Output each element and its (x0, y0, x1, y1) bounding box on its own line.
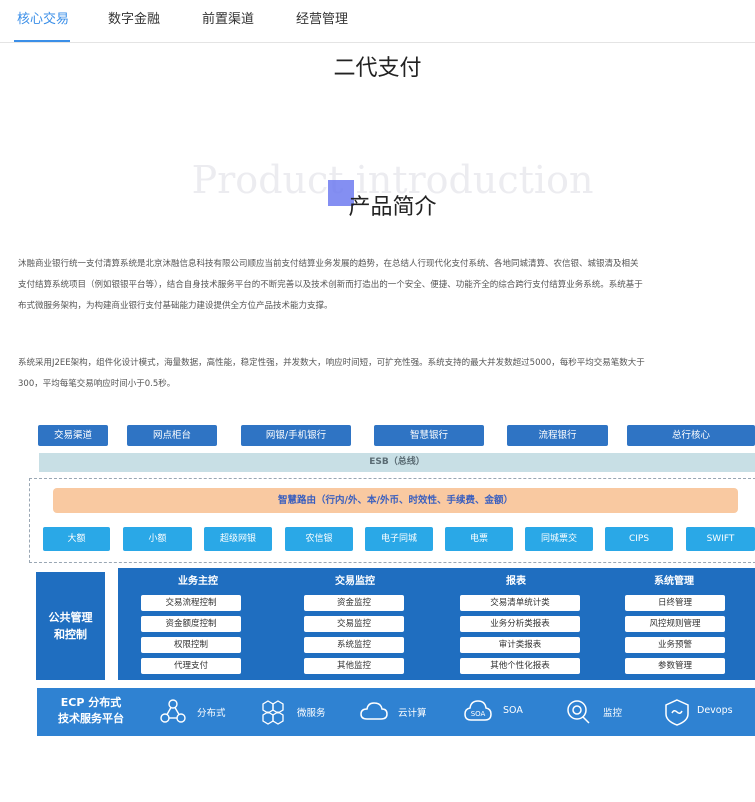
intro-paragraph: 沐融商业银行统一支付清算系统是北京沐融信息科技有限公司顺应当前支付结算业务发展的… (18, 254, 755, 317)
column-title: 业务主控 (178, 576, 218, 587)
intro-line: 沐融商业银行统一支付清算系统是北京沐融信息科技有限公司顺应当前支付结算业务发展的… (18, 259, 639, 269)
module-box: 代理支付 (141, 658, 241, 674)
payment-system-box: 农信银 (285, 527, 353, 551)
ecp-label: 监控 (603, 708, 623, 719)
module-box: 权限控制 (141, 637, 241, 653)
intro-line: 支付结算系统项目（例如银银平台等），结合自身技术服务平台的不断完善以及技术创新而… (18, 280, 643, 290)
ecp-label: 微服务 (297, 708, 326, 719)
ecp-label: 云计算 (398, 708, 427, 719)
module-box: 资金监控 (304, 595, 404, 611)
payment-system-box: CIPS (605, 527, 673, 551)
module-box: 其他监控 (304, 658, 404, 674)
public-management-line: 公共管理 (48, 611, 93, 624)
cloud-icon (360, 702, 388, 720)
tab-core-trading[interactable]: 核心交易 (17, 12, 70, 27)
distributed-icon (160, 699, 186, 723)
routing-container (29, 478, 755, 563)
ecp-title: ECP 分布式 技术服务平台 (50, 695, 132, 727)
esb-bar: ESB（总线） (39, 453, 755, 472)
payment-system-box: 小额 (123, 527, 192, 551)
channel-box: 智慧银行 (374, 425, 484, 446)
channel-box: 流程银行 (507, 425, 608, 446)
payment-system-box: 超级网银 (204, 527, 272, 551)
tab-operation-management[interactable]: 经营管理 (296, 12, 349, 27)
smart-routing-bar: 智慧路由（行内/外、本/外币、时效性、手续费、金额） (53, 488, 738, 513)
module-box: 交易流程控制 (141, 595, 241, 611)
module-box: 资金额度控制 (141, 616, 241, 632)
channel-box: 网银/手机银行 (241, 425, 351, 446)
soa-icon: SOA (464, 700, 492, 721)
module-box: 风控规则管理 (625, 616, 725, 632)
tab-front-channel[interactable]: 前置渠道 (202, 12, 255, 27)
ecp-title-line: 技术服务平台 (58, 712, 124, 725)
module-box: 参数管理 (625, 658, 725, 674)
module-box: 交易清单统计类 (460, 595, 580, 611)
module-box: 日终管理 (625, 595, 725, 611)
ecp-label: 分布式 (197, 708, 226, 719)
module-box: 业务预警 (625, 637, 725, 653)
channel-box: 网点柜台 (127, 425, 217, 446)
column-title: 交易监控 (335, 576, 375, 587)
page-title: 二代支付 (333, 56, 422, 81)
payment-system-box: SWIFT (686, 527, 755, 551)
payment-system-box: 电子同城 (365, 527, 433, 551)
active-tab-indicator (14, 40, 70, 42)
module-box: 其他个性化报表 (460, 658, 580, 674)
column-title: 报表 (506, 576, 526, 587)
tech-paragraph: 系统采用J2EE架构，组件化设计模式，海量数据，高性能，稳定性强，并发数大，响应… (18, 353, 755, 395)
public-management-box: 公共管理 和控制 (36, 572, 105, 680)
tab-digital-finance[interactable]: 数字金融 (108, 12, 161, 27)
intro-line: 布式微服务架构，为构建商业银行支付基础能力建设提供全方位产品技术能力支撑。 (18, 301, 333, 311)
ecp-title-line: ECP 分布式 (60, 696, 122, 709)
channel-box: 交易渠道 (38, 425, 108, 446)
module-box: 业务分析类报表 (460, 616, 580, 632)
title-accent-square (328, 180, 354, 206)
tech-line: 300，平均每笔交易响应时间小于0.5秒。 (18, 379, 176, 389)
ecp-label: SOA (503, 705, 523, 716)
public-management-line: 和控制 (54, 628, 87, 641)
ecp-label: Devops (697, 705, 733, 716)
module-box: 审计类报表 (460, 637, 580, 653)
payment-system-box: 电票 (445, 527, 513, 551)
monitor-icon (567, 700, 590, 724)
column-title: 系统管理 (654, 576, 694, 587)
section-bg-title: Product introduction (191, 158, 594, 202)
devops-icon (665, 699, 689, 726)
ecp-platform-bar (37, 688, 755, 736)
tech-line: 系统采用J2EE架构，组件化设计模式，海量数据，高性能，稳定性强，并发数大，响应… (18, 358, 645, 368)
section-title: 产品简介 (348, 195, 437, 220)
channel-box: 总行核心 (627, 425, 755, 446)
payment-system-box: 大额 (43, 527, 110, 551)
module-box: 交易监控 (304, 616, 404, 632)
module-box: 系统监控 (304, 637, 404, 653)
svg-text:SOA: SOA (471, 710, 486, 718)
microservice-icon (262, 700, 284, 725)
payment-system-box: 同城票交 (525, 527, 593, 551)
top-nav: 核心交易 数字金融 前置渠道 经营管理 (0, 0, 755, 43)
